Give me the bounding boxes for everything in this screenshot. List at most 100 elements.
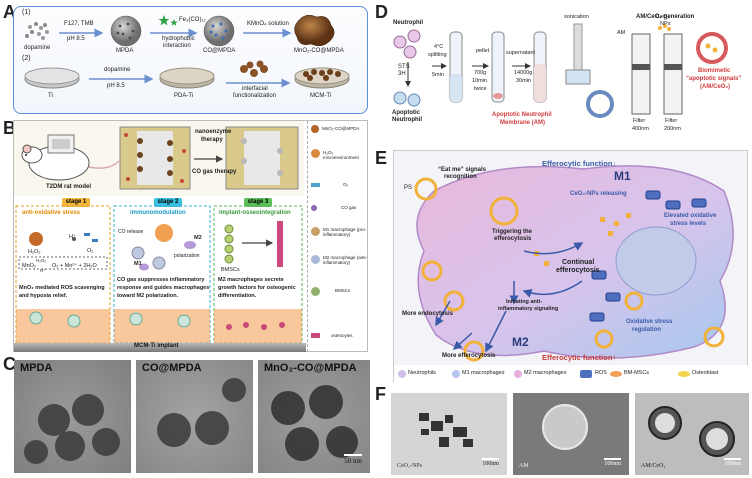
legend-swatch	[311, 287, 320, 296]
t10-label: 10min	[472, 78, 487, 84]
legend-m2: M2 macrophages	[524, 370, 567, 376]
panel-label-e: E	[375, 148, 388, 168]
legend-swatch	[311, 333, 320, 338]
efferocytic-function-down: Efferocytic function↓	[542, 159, 617, 168]
panel-b-stages-drawing	[15, 205, 303, 344]
stage1-text-2: and hypoxia relief.	[19, 293, 68, 299]
stage3-text-1: M2 macrophages secrete	[218, 277, 284, 283]
panel-a-drawing	[24, 14, 350, 89]
sem-label-ceo2: CeO₂-NPs	[397, 463, 423, 469]
ti-label: Ti	[48, 93, 53, 99]
dopamine-label: dopamine	[24, 45, 51, 51]
biomimetic-label: Biomimetic	[698, 68, 731, 74]
stage1-badge: stage 1	[62, 198, 90, 207]
legend-label: M1 macrophage (pro-inflammatory)	[323, 227, 367, 237]
m2-label: M2	[194, 235, 202, 241]
ps-label: PS	[404, 185, 413, 191]
hydrophobic-label: hydrophobic	[162, 36, 195, 42]
m1-label-e: M1	[614, 169, 631, 183]
panel-e-efferocytosis: Efferocytic function↓ “Eat me” signals r…	[393, 150, 749, 383]
sem-image-ceo2-nps: CeO₂-NPs 100nm	[391, 393, 507, 475]
dopamine2-label: dopamine	[104, 67, 131, 73]
t30-label: 30min	[516, 78, 531, 84]
ceo2-label: CeO₂	[656, 14, 670, 20]
eq-bottom: H⁺	[40, 268, 46, 273]
sonication-label: sonication	[564, 14, 589, 20]
tem-scale-bar: 50 nm	[344, 454, 362, 465]
sts-label: STS	[398, 64, 410, 70]
f200-label: 200nm	[664, 126, 681, 132]
legend-swatch	[311, 255, 320, 264]
am-ceo2-label: (AM/CeO₂)	[700, 84, 730, 90]
apoptotic-membrane-label-1: Apoptotic Neutrophil	[492, 112, 552, 118]
kmno4-label: KMnO₄ solution	[247, 21, 289, 27]
co-mpda-label: CO@MPDA	[203, 48, 236, 54]
eat-me-label: “Eat me” signals	[438, 167, 487, 173]
continual-efferocytosis-label: efferocytosis	[556, 267, 600, 274]
am-label: AM	[617, 30, 626, 36]
legend-swatch	[311, 183, 320, 187]
legend-m1: M1 macrophages	[462, 370, 505, 376]
efferocytosis-label: efferocytosis	[494, 236, 532, 242]
stage3-text-2: growth factors for osteogenic	[218, 285, 296, 291]
fe-label: Fe₃(CO)₁₂	[179, 17, 206, 23]
legend-swatch	[311, 205, 317, 211]
tem-label-mpda: MPDA	[20, 362, 53, 374]
apoptotic-neutrophil-label-2: Neutrophil	[392, 117, 422, 123]
legend-swatch	[311, 149, 320, 158]
panel-b-mechanism: T2DM rat model nanoenzyme therapy CO gas…	[13, 120, 368, 352]
tem-image-mno2-co-mpda: MnO₂-CO@MPDA 50 nm	[258, 360, 370, 473]
implant-bar	[14, 343, 306, 352]
panel-label-c: C	[3, 354, 16, 374]
stage3-text-3: differentiation.	[218, 293, 257, 299]
mcm-ti-label: MCM-Ti	[310, 93, 332, 99]
m1-label: M1	[134, 261, 142, 267]
stage2-text-3: toward M2 polarization.	[117, 293, 179, 299]
ph2-label: pH 8.5	[107, 83, 125, 89]
apoptotic-membrane-label-2: Membrane (AM)	[500, 120, 546, 126]
tem-label-mno2-co-mpda: MnO₂-CO@MPDA	[264, 362, 357, 374]
stage3-title: implant-osseointegration	[219, 210, 291, 216]
eq-right: O₂ + Mn²⁺ + 2H₂O	[52, 263, 97, 269]
efferocytic-function-up: Efferocytic function↑	[542, 353, 617, 362]
legend-label: H₂O₂ microenvironment	[323, 150, 359, 160]
more-endocytosis-label: More endocytosis	[402, 311, 454, 317]
stage3-badge: stage 3	[244, 198, 272, 207]
co-release-label: CO release	[118, 229, 144, 235]
panel-d-am-generation: Neutrophil AM/CeO₂ generation STS 3H 4°C…	[388, 4, 750, 144]
splitting-label: splitting	[428, 52, 447, 58]
legend-label: MnO₂-CO@MPDA	[322, 126, 360, 131]
macrophage-body	[416, 165, 734, 359]
sem-image-am: AM 100nm	[513, 393, 629, 475]
stage2-text-2: response and guides macrophages	[117, 285, 210, 291]
sem-scale-bar-2: 100nm	[604, 458, 621, 467]
stage2-text-1: CO gas suppresses inflammatory	[117, 277, 205, 283]
initiating-label: Initiating anti-	[506, 299, 543, 305]
mpda-label: MPDA	[116, 48, 134, 54]
sem-label-am-ceo2: AM/CeO₂	[641, 463, 666, 469]
stage1-title: anti-oxidative stress	[22, 210, 81, 216]
neutrophil-label: Neutrophil	[393, 20, 423, 26]
legend-label: M2 macrophage (anti-inflammatory)	[323, 255, 368, 265]
filter400-label: Filter	[633, 118, 646, 124]
twice-label: twice	[474, 86, 487, 92]
panel-b-top-drawing	[14, 121, 304, 196]
oxidative-label: Oxidative stress	[626, 319, 673, 325]
sts-time-label: 3H	[398, 71, 406, 77]
panel-label-d: D	[375, 2, 388, 22]
splitting-time-label: 5min	[432, 72, 444, 78]
hplus-label: H⁺	[69, 234, 76, 240]
legend-neutrophils: Neutrophils	[408, 370, 436, 376]
panel-b-legend: MnO₂-CO@MPDA H₂O₂ microenvironment O₂ CO…	[307, 121, 369, 352]
nps-label: NPs	[660, 21, 671, 27]
ceo2-releasing-label: CeO₂-NPs releasing	[570, 191, 627, 197]
legend-label: osteocytes	[331, 333, 353, 338]
panel-label-f: F	[375, 384, 386, 404]
stage1-text-1: MnO₂ mediated ROS scavenging	[19, 285, 105, 291]
rat-icon	[21, 134, 120, 181]
o2-label: O₂	[87, 248, 94, 254]
panel-a-synthesis: (1) F127, TMB pH 8.5 dopamine MPDA Fe₃(C…	[13, 6, 368, 114]
fe-stars	[158, 15, 178, 26]
sem-image-am-ceo2: AM/CeO₂ 100nm	[635, 393, 749, 475]
nanoenzyme-label: nanoenzyme	[195, 129, 232, 135]
